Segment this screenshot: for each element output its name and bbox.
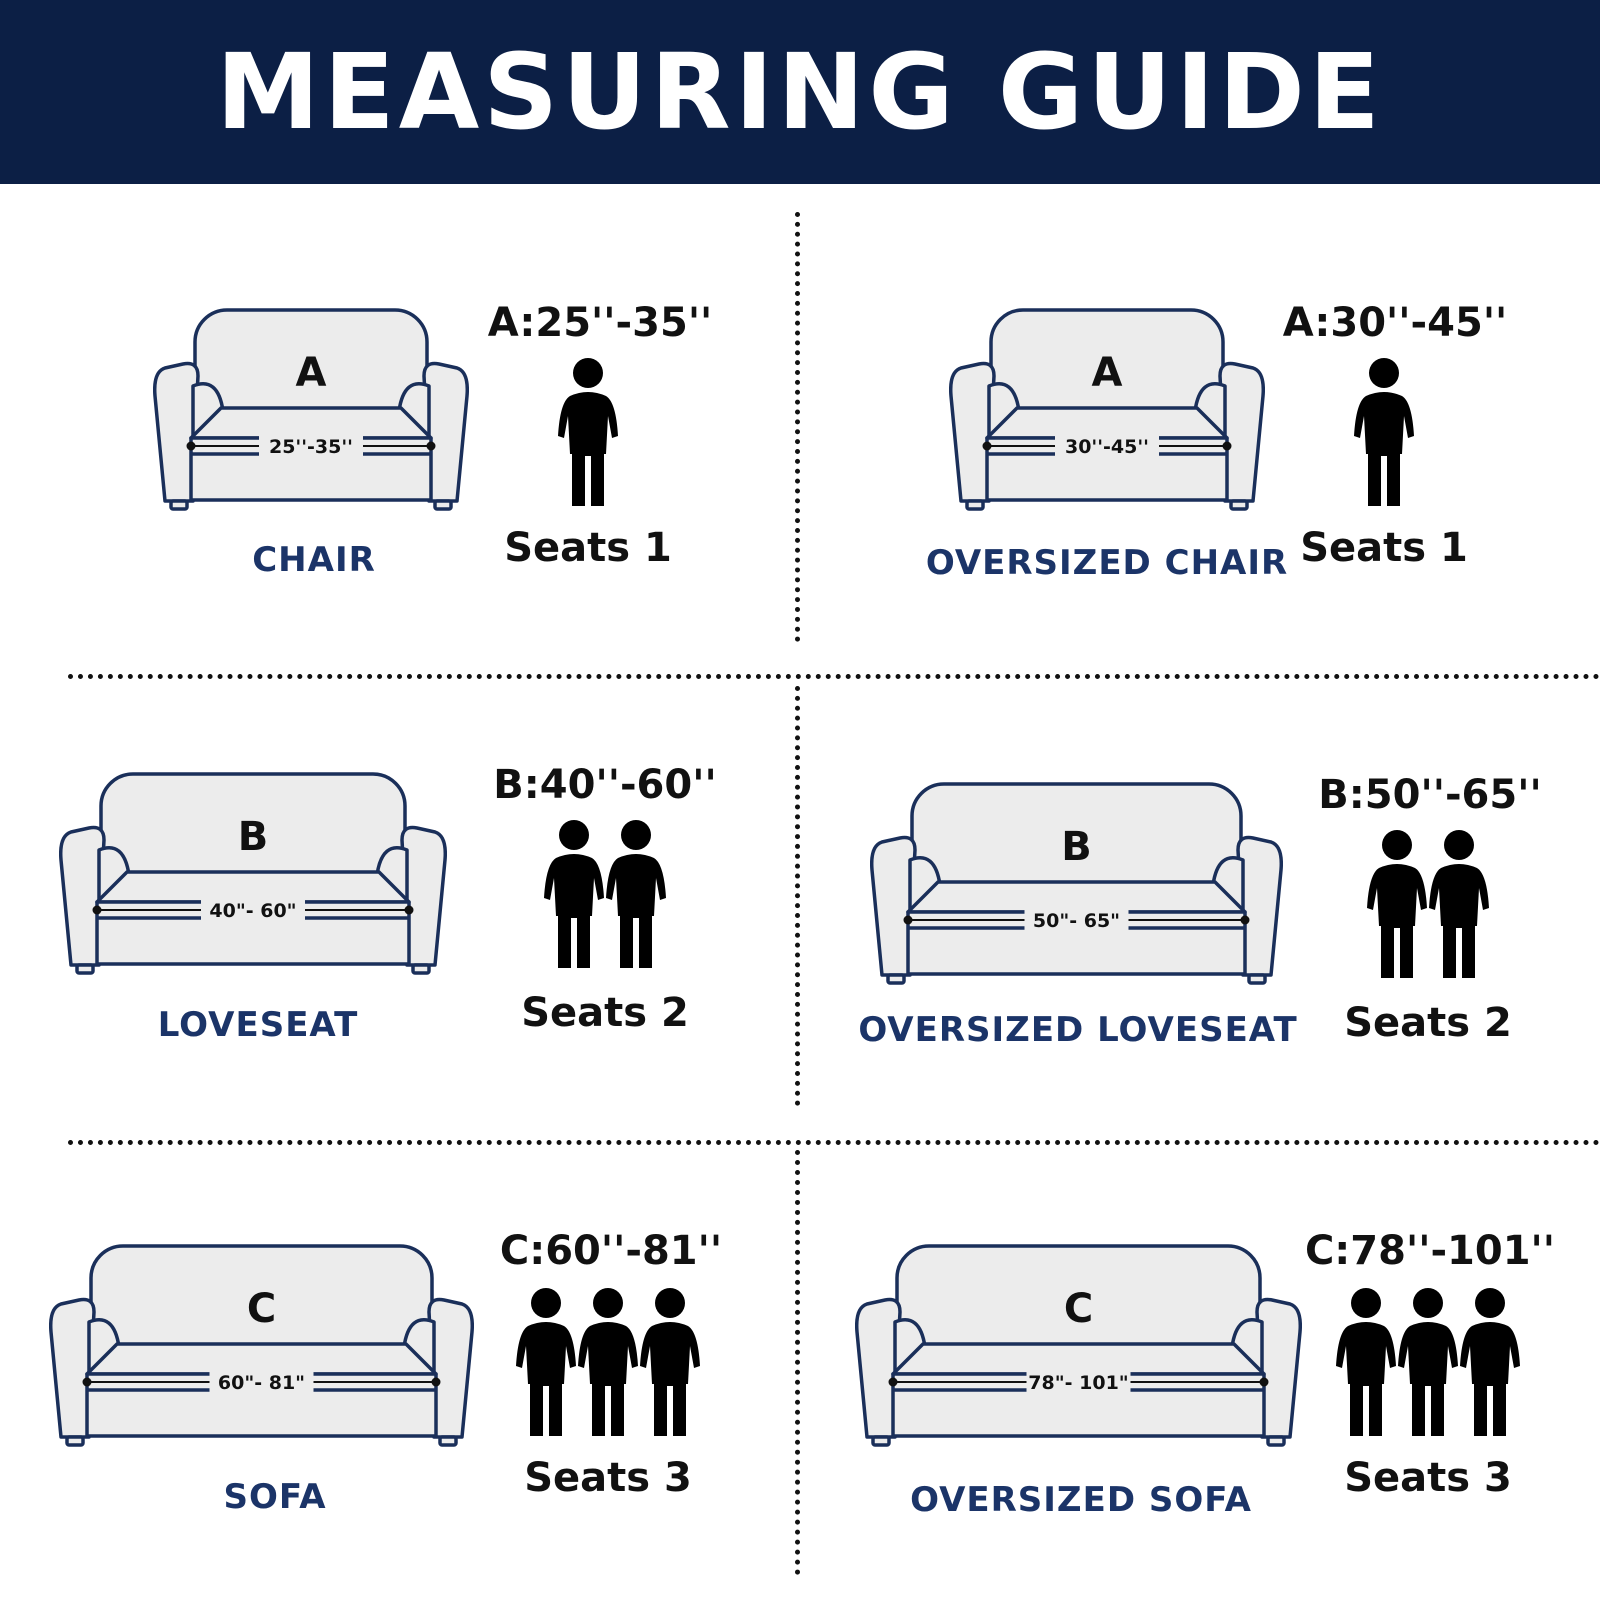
measurement-range-label: 60"- 81" bbox=[218, 1372, 305, 1394]
person-icon bbox=[1354, 358, 1414, 506]
sofa-letter: A bbox=[1092, 350, 1123, 396]
measurement-label: C:60''-81'' bbox=[499, 1228, 723, 1274]
horizontal-divider bbox=[68, 1140, 1600, 1145]
seats-label: Seats 2 bbox=[1344, 1000, 1512, 1046]
measurement-range-label: 30''-45'' bbox=[1065, 436, 1149, 458]
measurement-label: A:25''-35'' bbox=[487, 300, 713, 346]
header-banner: MEASURING GUIDE bbox=[0, 0, 1600, 184]
measurement-line bbox=[82, 1370, 441, 1392]
sofa-diagram: C 60"- 81" bbox=[49, 1244, 474, 1447]
seat-people-icons bbox=[1335, 1288, 1521, 1438]
measurement-line bbox=[888, 1370, 1269, 1392]
seats-label: Seats 3 bbox=[1344, 1455, 1512, 1501]
person-icon bbox=[558, 358, 618, 506]
person-icon bbox=[640, 1288, 700, 1436]
furniture-name: LOVESEAT bbox=[157, 1005, 359, 1045]
sofa-diagram: B 40"- 60" bbox=[59, 772, 447, 975]
seats-label: Seats 3 bbox=[524, 1455, 692, 1501]
furniture-name: SOFA bbox=[223, 1477, 327, 1517]
horizontal-divider bbox=[68, 674, 1600, 679]
seat-people-icons bbox=[543, 820, 667, 970]
person-icon bbox=[1398, 1288, 1458, 1436]
measurement-line bbox=[92, 898, 414, 920]
measurement-label: B:50''-65'' bbox=[1318, 772, 1542, 818]
furniture-name: OVERSIZED SOFA bbox=[910, 1480, 1252, 1520]
seat-people-icons bbox=[515, 1288, 701, 1438]
seats-label: Seats 1 bbox=[1300, 525, 1468, 571]
sofa-diagram: A 30''-45'' bbox=[949, 308, 1265, 511]
vertical-divider bbox=[795, 1150, 800, 1575]
measurement-range-label: 25''-35'' bbox=[269, 436, 353, 458]
furniture-name: OVERSIZED LOVESEAT bbox=[858, 1010, 1298, 1050]
person-icon bbox=[516, 1288, 576, 1436]
sofa-letter: C bbox=[247, 1286, 276, 1332]
measurement-label: C:78''-101'' bbox=[1304, 1228, 1556, 1274]
seat-people-icons bbox=[557, 358, 619, 508]
sofa-letter: C bbox=[1064, 1286, 1093, 1332]
measurement-range-label: 50"- 65" bbox=[1033, 910, 1120, 932]
person-icon bbox=[544, 820, 604, 968]
seats-label: Seats 1 bbox=[504, 525, 672, 571]
measurement-label: B:40''-60'' bbox=[493, 762, 717, 808]
sofa-diagram: C 78"- 101" bbox=[855, 1244, 1302, 1447]
page-title: MEASURING GUIDE bbox=[216, 31, 1384, 153]
measurement-line bbox=[186, 434, 436, 456]
person-icon bbox=[1367, 830, 1427, 978]
seats-label: Seats 2 bbox=[521, 990, 689, 1036]
sofa-letter: B bbox=[1061, 824, 1092, 870]
person-icon bbox=[606, 820, 666, 968]
measurement-label: A:30''-45'' bbox=[1282, 300, 1508, 346]
vertical-divider bbox=[795, 686, 800, 1106]
measurement-line bbox=[903, 908, 1250, 930]
vertical-divider bbox=[795, 212, 800, 642]
sofa-letter: B bbox=[238, 814, 269, 860]
furniture-name: OVERSIZED CHAIR bbox=[925, 543, 1289, 583]
person-icon bbox=[578, 1288, 638, 1436]
sofa-diagram: B 50"- 65" bbox=[870, 782, 1283, 985]
person-icon bbox=[1336, 1288, 1396, 1436]
person-icon bbox=[1429, 830, 1489, 978]
seat-people-icons bbox=[1366, 830, 1490, 980]
measurement-range-label: 40"- 60" bbox=[209, 900, 296, 922]
sofa-letter: A bbox=[296, 350, 327, 396]
measurement-line bbox=[982, 434, 1232, 456]
sofa-diagram: A 25''-35'' bbox=[153, 308, 469, 511]
seat-people-icons bbox=[1353, 358, 1415, 508]
furniture-name: CHAIR bbox=[252, 540, 376, 580]
measurement-range-label: 78"- 101" bbox=[1028, 1372, 1128, 1394]
person-icon bbox=[1460, 1288, 1520, 1436]
